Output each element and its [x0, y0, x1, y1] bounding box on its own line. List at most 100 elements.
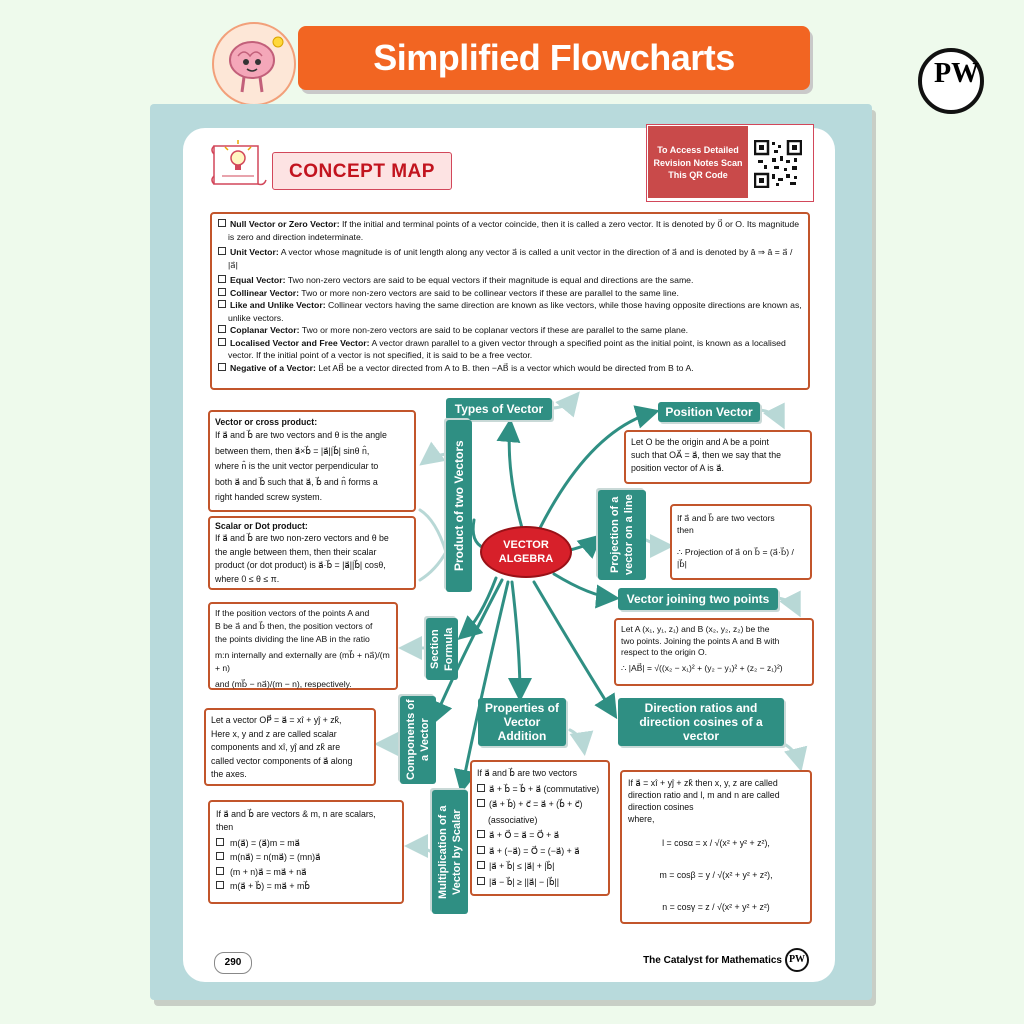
- definition-item: Coplanar Vector: Two or more non-zero ve…: [218, 324, 802, 337]
- node-projection: Projection of a vector on a line: [598, 490, 646, 580]
- properties-item: a⃗ + b⃗ = b⃗ + a⃗ (commutative): [477, 782, 603, 798]
- cross-line: between them, then a⃗×b⃗ = |a⃗||b⃗| sinθ…: [215, 445, 370, 456]
- projection-line: If a⃗ and b⃗ are two vectors: [677, 513, 775, 523]
- definition-item: Negative of a Vector: Let AB⃗ be a vecto…: [218, 362, 802, 375]
- scalar-multiplication-box: If a⃗ and b⃗ are vectors & m, n are scal…: [208, 800, 404, 904]
- definition-item: Unit Vector: A vector whose magnitude is…: [218, 246, 802, 271]
- footer-tagline: The Catalyst for Mathematics: [643, 955, 782, 966]
- bullet-square-icon: [218, 219, 226, 227]
- definition-item: Null Vector or Zero Vector: If the initi…: [218, 218, 802, 243]
- direction-formula-m: m = cosβ = y / √(x² + y² + z²),: [659, 870, 773, 880]
- multiplication-item: m(a⃗ + b⃗) = ma⃗ + mb⃗: [216, 879, 396, 894]
- section-line: the points dividing the line AB in the r…: [215, 634, 370, 644]
- components-box: Let a vector OP⃗ = a⃗ = xî + yĵ + zk̂, H…: [204, 708, 376, 786]
- node-vector-joining-two-points: Vector joining two points: [618, 588, 778, 610]
- bullet-square-icon: [218, 337, 226, 346]
- section-line: and (mb⃗ − na⃗)/(m − n), respectively.: [215, 679, 352, 689]
- projection-box: If a⃗ and b⃗ are two vectors then ∴ Proj…: [670, 504, 812, 580]
- qr-prompt: To Access Detailed Revision Notes Scan T…: [648, 126, 748, 198]
- position-line: Let O be the origin and A be a point: [631, 437, 769, 447]
- cross-product-title: Vector or cross product:: [215, 417, 318, 427]
- qr-code-icon[interactable]: [753, 139, 803, 189]
- projection-line: then: [677, 525, 694, 535]
- components-line: Here x, y and z are called scalar: [211, 728, 337, 739]
- bullet-square-icon: [218, 362, 226, 371]
- properties-item: a⃗ + O⃗ = a⃗ = O⃗ + a⃗: [477, 828, 603, 844]
- direction-line: where,: [628, 814, 655, 824]
- center-label-line2: ALGEBRA: [498, 553, 554, 565]
- node-multiplication-by-scalar: Multiplication of a Vector by Scalar: [432, 790, 468, 914]
- direction-cosines-box: If a⃗ = xî + yĵ + zk̂ then x, y, z are c…: [620, 770, 812, 924]
- properties-item: |a⃗ + b⃗| ≤ |a⃗| + |b⃗|: [477, 859, 603, 875]
- properties-box: If a⃗ and b⃗ are two vectors a⃗ + b⃗ = b…: [470, 760, 610, 896]
- properties-intro: If a⃗ and b⃗ are two vectors: [477, 768, 577, 778]
- components-line: called vector components of a⃗ along: [211, 755, 353, 766]
- properties-item: (a⃗ + b⃗) + c⃗ = a⃗ + (b⃗ + c⃗): [477, 797, 603, 813]
- cross-line: both a⃗ and b⃗ such that a⃗, b⃗ and n̂ f…: [215, 476, 378, 487]
- bullet-square-icon: [218, 300, 226, 308]
- properties-item: a⃗ + (−a⃗) = O⃗ = (−a⃗) + a⃗: [477, 844, 603, 860]
- projection-formula: ∴ Projection of a⃗ on b⃗ = (a⃗·b⃗) / |b⃗…: [677, 547, 794, 569]
- dot-product-box: Scalar or Dot product: If a⃗ and b⃗ are …: [208, 516, 416, 590]
- joining-line: respect to the origin O.: [621, 647, 707, 657]
- vector-algebra-center-node: VECTOR ALGEBRA: [480, 526, 572, 578]
- definition-item: Collinear Vector: Two or more non-zero v…: [218, 287, 802, 300]
- node-section-formula: Section Formula: [426, 618, 458, 680]
- bullet-square-icon: [218, 287, 226, 296]
- components-line: the axes.: [211, 769, 247, 779]
- section-line: m:n internally and externally are (mb⃗ +…: [215, 650, 390, 673]
- multiplication-item: m(a⃗) = (a⃗)m = ma⃗: [216, 836, 396, 851]
- cross-line: where n̂ is the unit vector perpendicula…: [215, 461, 379, 471]
- cross-line: If a⃗ and b⃗ are two vectors and θ is th…: [215, 430, 387, 440]
- multiplication-line: If a⃗ and b⃗ are vectors & m, n are scal…: [216, 809, 376, 819]
- definition-item: Equal Vector: Two non-zero vectors are s…: [218, 274, 802, 287]
- section-formula-box: If the position vectors of the points A …: [208, 602, 398, 690]
- joining-line: two points. Joining the points A and B w…: [621, 635, 780, 646]
- components-line: Let a vector OP⃗ = a⃗ = xî + yĵ + zk̂,: [211, 715, 342, 725]
- direction-line: direction ratio and l, m and n are calle…: [628, 790, 780, 800]
- definition-item: Like and Unlike Vector: Collinear vector…: [218, 299, 802, 324]
- direction-line: direction cosines: [628, 802, 694, 812]
- node-properties-of-vector-addition: Properties of Vector Addition: [478, 698, 566, 746]
- node-position-vector: Position Vector: [658, 402, 760, 422]
- bullet-square-icon: [218, 325, 226, 333]
- node-product-of-two-vectors: Product of two Vectors: [446, 420, 472, 592]
- properties-item: (associative): [488, 814, 538, 825]
- concept-map-title: CONCEPT MAP: [272, 152, 452, 190]
- dot-line: product (or dot product) is a⃗·b⃗ = |a⃗|…: [215, 560, 386, 570]
- header-title: Simplified Flowcharts: [298, 26, 810, 90]
- multiplication-item: m(na⃗) = n(ma⃗) = (mn)a⃗: [216, 850, 396, 865]
- position-line: position vector of A is a⃗.: [631, 463, 724, 473]
- dot-line: the angle between them, then their scala…: [215, 546, 377, 557]
- direction-formula-l: l = cosα = x / √(x² + y² + z²),: [662, 838, 770, 848]
- position-vector-box: Let O be the origin and A be a point suc…: [624, 430, 812, 484]
- direction-line: If a⃗ = xî + yĵ + zk̂ then x, y, z are c…: [628, 778, 778, 788]
- scroll-bulb-icon: [208, 132, 272, 196]
- vector-definitions-box: Null Vector or Zero Vector: If the initi…: [210, 212, 810, 390]
- multiplication-line: then: [216, 821, 234, 832]
- position-line: such that OA⃗ = a⃗, then we say that the: [631, 450, 782, 460]
- section-line: If the position vectors of the points A …: [215, 608, 370, 618]
- dot-product-title: Scalar or Dot product:: [215, 521, 308, 531]
- vector-joining-box: Let A (x₁, y₁, z₁) and B (x₂, y₂, z₂) be…: [614, 618, 814, 686]
- center-label-line1: VECTOR: [503, 539, 549, 551]
- bullet-square-icon: [218, 275, 226, 283]
- pw-logo-icon: PW: [918, 48, 984, 114]
- cross-product-box: Vector or cross product: If a⃗ and b⃗ ar…: [208, 410, 416, 512]
- brain-mascot-icon: [212, 22, 296, 106]
- node-components-of-a-vector: Components of a Vector: [400, 696, 436, 784]
- dot-line: where 0 ≤ θ ≤ π.: [215, 573, 280, 584]
- joining-line: Let A (x₁, y₁, z₁) and B (x₂, y₂, z₂) be…: [621, 624, 770, 634]
- section-line: B be a⃗ and b⃗ then, the position vector…: [215, 621, 373, 631]
- page-number: 290: [214, 952, 252, 974]
- dot-line: If a⃗ and b⃗ are two non-zero vectors an…: [215, 533, 389, 543]
- multiplication-item: (m + n)a⃗ = ma⃗ + na⃗: [216, 865, 396, 880]
- direction-formula-n: n = cosγ = z / √(x² + y² + z²): [662, 902, 770, 912]
- logo-letters: PW: [934, 58, 980, 89]
- properties-item: |a⃗ − b⃗| ≥ ||a⃗| − |b⃗||: [477, 875, 603, 891]
- bullet-square-icon: [218, 247, 226, 255]
- cross-line: right handed screw system.: [215, 492, 323, 502]
- node-direction-ratios: Direction ratios and direction cosines o…: [618, 698, 784, 746]
